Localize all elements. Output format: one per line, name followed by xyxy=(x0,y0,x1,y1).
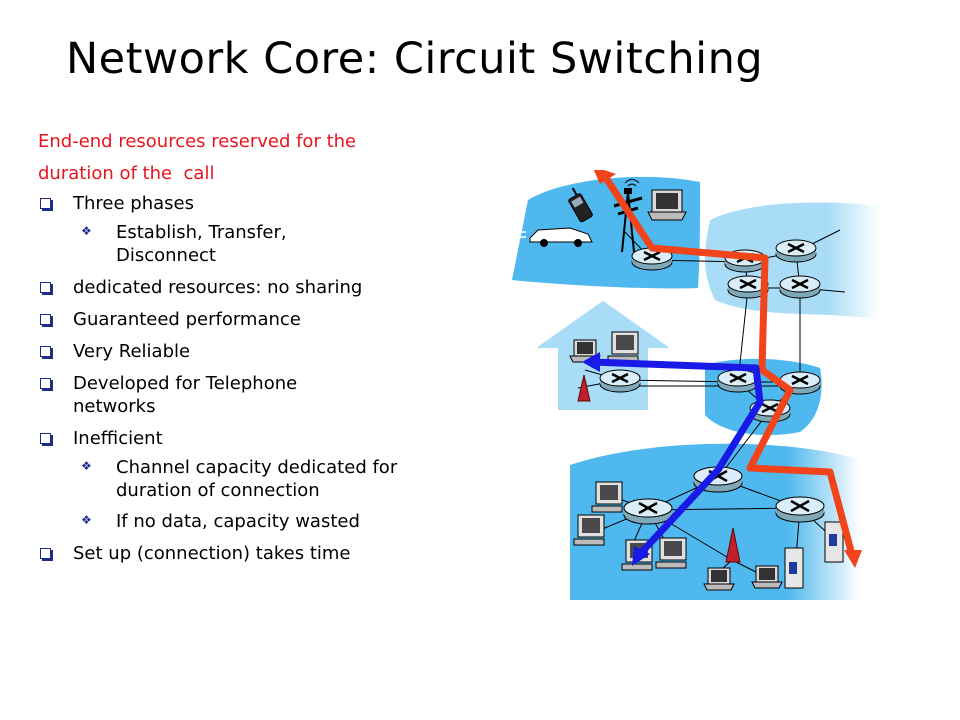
desktop-computer-icon xyxy=(655,537,687,569)
bullet-very-reliable: Very Reliable xyxy=(38,340,458,363)
wireless-access-point-icon xyxy=(577,374,591,402)
intro-line-2: duration of the call xyxy=(38,163,215,184)
diamond-bullet-icon: ❖ xyxy=(81,513,92,527)
cell-phone-icon xyxy=(568,187,593,223)
blue-arrowhead-icon xyxy=(582,352,600,372)
sub-list: ❖ Channel capacity dedicated for duratio… xyxy=(73,456,458,533)
sub-bullet-phases: ❖ Establish, Transfer, Disconnect xyxy=(38,221,458,267)
sub-bullet-text: Establish, Transfer, Disconnect xyxy=(116,222,287,266)
laptop-icon xyxy=(703,567,735,591)
blue-arrowhead-icon xyxy=(632,546,650,566)
router-icon xyxy=(727,275,769,299)
router-icon xyxy=(775,239,817,263)
sub-bullet-capacity-wasted: ❖ If no data, capacity wasted xyxy=(38,510,458,533)
square-bullet-icon xyxy=(40,198,51,209)
router-icon xyxy=(779,275,821,299)
bullet-text: Inefficient xyxy=(73,428,163,449)
intro-text: End-end resources reserved for the durat… xyxy=(38,126,458,190)
wireless-access-point-icon xyxy=(725,527,741,563)
server-icon xyxy=(824,521,844,563)
square-bullet-icon xyxy=(40,378,51,389)
bullet-text: Three phases xyxy=(73,193,194,214)
router-icon xyxy=(717,369,759,393)
desktop-computer-icon xyxy=(607,331,639,363)
wireless-signal-icon xyxy=(624,179,640,187)
bullet-text: Guaranteed performance xyxy=(73,309,301,330)
slide-title: Network Core: Circuit Switching xyxy=(66,34,764,84)
circuit-switching-diagram xyxy=(506,170,880,600)
red-circuit-path xyxy=(599,170,856,556)
intro-line-1: End-end resources reserved for the xyxy=(38,131,357,152)
server-icon xyxy=(784,547,804,589)
bullet-dedicated-resources: dedicated resources: no sharing xyxy=(38,276,458,299)
red-arrowhead-icon xyxy=(844,550,862,568)
router-icon xyxy=(779,371,821,395)
square-bullet-icon xyxy=(40,548,51,559)
sub-list: ❖ Establish, Transfer, Disconnect xyxy=(73,221,458,267)
bullet-telephone-networks: Developed for Telephone networks xyxy=(38,372,458,418)
router-icon xyxy=(599,369,641,393)
square-bullet-icon xyxy=(40,314,51,325)
red-arrowhead-icon xyxy=(593,170,616,184)
car-icon xyxy=(506,227,593,247)
desktop-computer-icon xyxy=(591,481,623,513)
router-icon xyxy=(775,496,825,523)
square-bullet-icon xyxy=(40,346,51,357)
bullet-text: dedicated resources: no sharing xyxy=(73,277,363,298)
square-bullet-icon xyxy=(40,433,51,444)
sub-bullet-text: Channel capacity dedicated for duration … xyxy=(116,457,398,501)
bullet-three-phases: Three phases ❖ Establish, Transfer, Disc… xyxy=(38,192,458,267)
bullet-text: Set up (connection) takes time xyxy=(73,543,351,564)
diamond-bullet-icon: ❖ xyxy=(81,224,92,238)
bullet-text: Developed for Telephone networks xyxy=(73,373,298,417)
bullet-guaranteed-performance: Guaranteed performance xyxy=(38,308,458,331)
laptop-icon xyxy=(751,565,783,589)
router-icon xyxy=(623,498,673,525)
sub-bullet-text: If no data, capacity wasted xyxy=(116,511,360,532)
sub-bullet-channel-capacity: ❖ Channel capacity dedicated for duratio… xyxy=(38,456,458,502)
bullet-inefficient: Inefficient ❖ Channel capacity dedicated… xyxy=(38,427,458,533)
bullet-setup-time: Set up (connection) takes time xyxy=(38,542,458,565)
square-bullet-icon xyxy=(40,282,51,293)
laptop-icon xyxy=(647,189,687,221)
bullet-list: Three phases ❖ Establish, Transfer, Disc… xyxy=(38,192,458,574)
diamond-bullet-icon: ❖ xyxy=(81,459,92,473)
blue-circuit-path xyxy=(591,358,764,557)
bullet-text: Very Reliable xyxy=(73,341,191,362)
desktop-computer-icon xyxy=(573,514,605,546)
